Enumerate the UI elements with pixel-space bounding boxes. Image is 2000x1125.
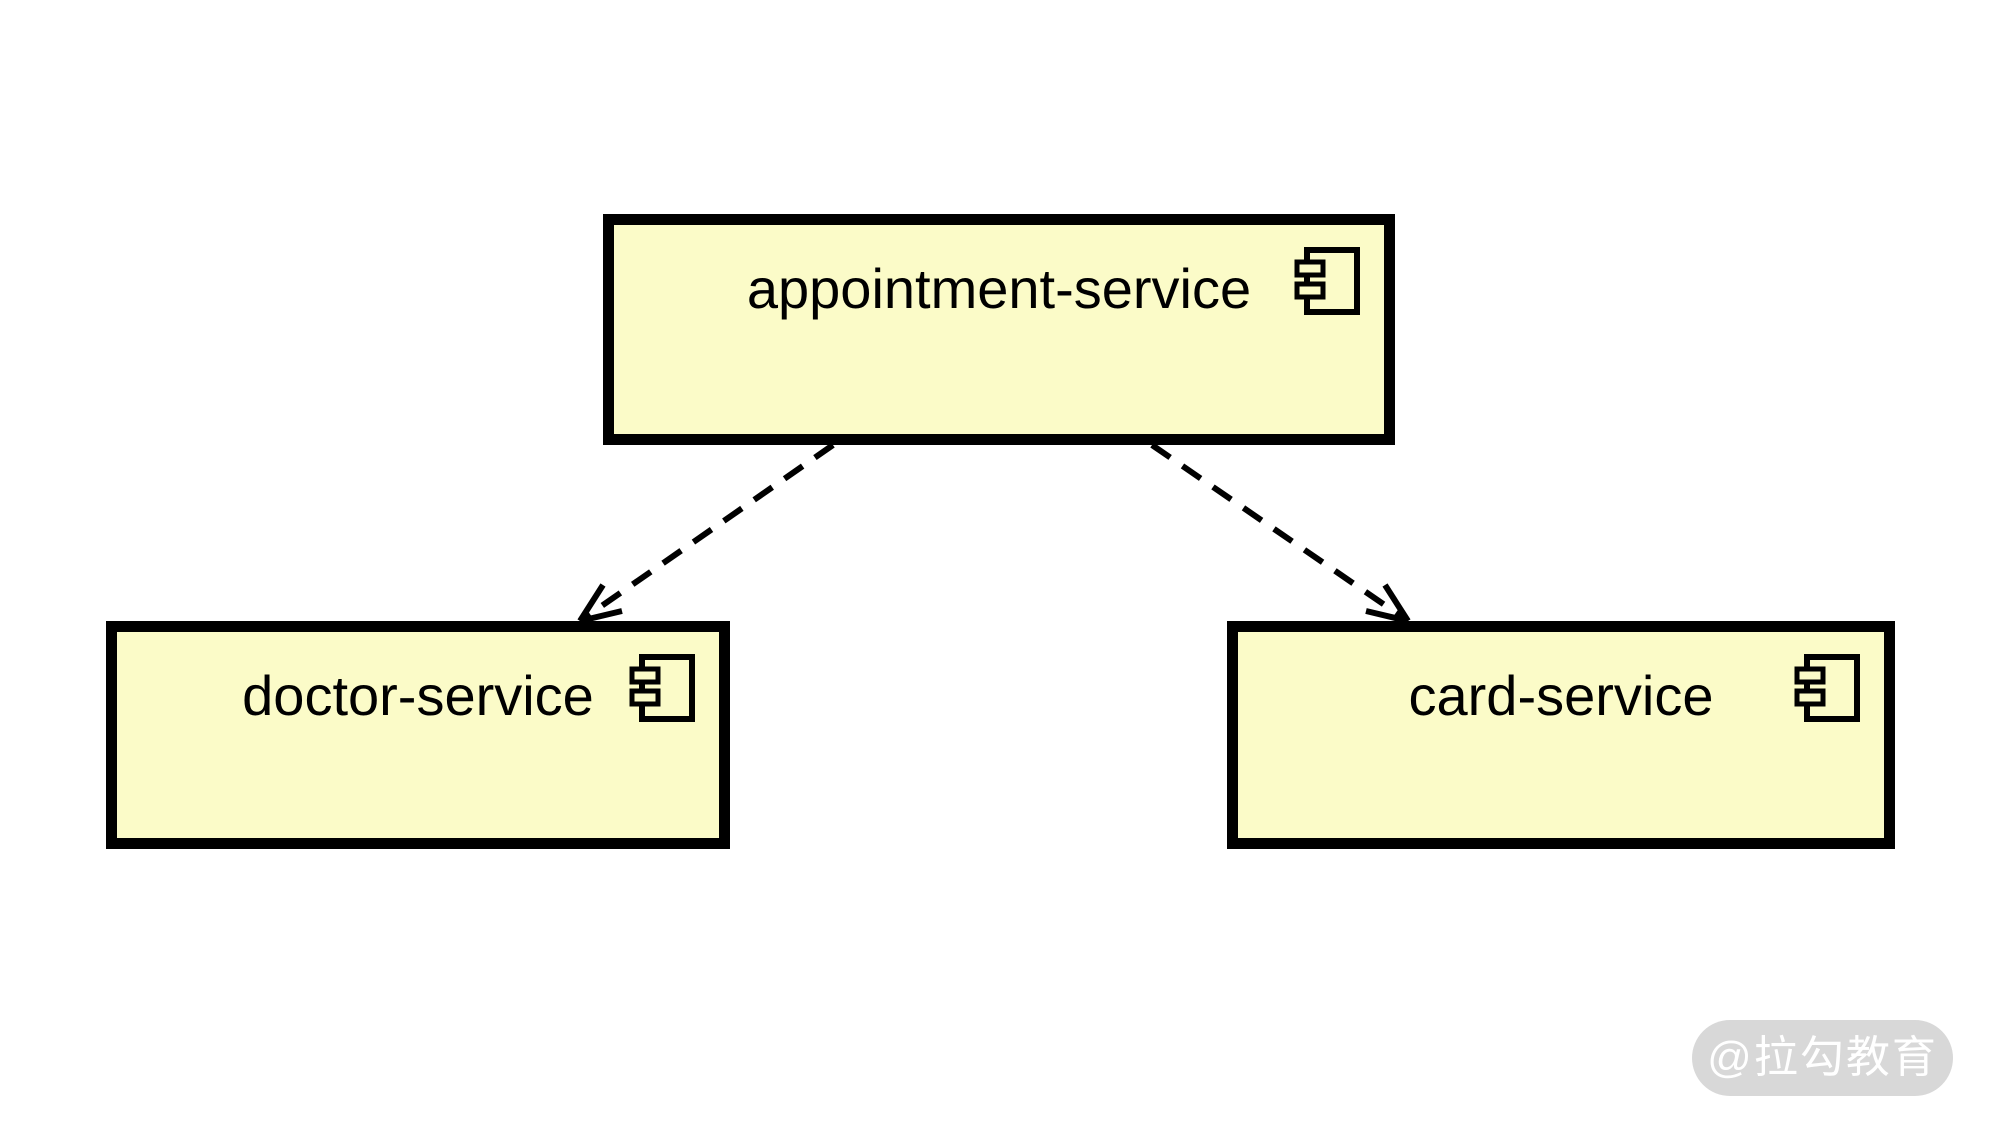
component-doctor-service: doctor-service	[106, 621, 730, 849]
component-card-service: card-service	[1227, 621, 1895, 849]
component-icon	[1294, 247, 1360, 315]
watermark-badge: @拉勾教育	[1692, 1020, 1953, 1096]
component-icon	[629, 654, 695, 722]
edge-appointment-to-card	[1150, 442, 1411, 624]
edge-appointment-to-doctor	[577, 442, 835, 624]
component-label: card-service	[1408, 664, 1714, 727]
component-label: doctor-service	[242, 664, 594, 727]
component-icon	[1794, 654, 1860, 722]
component-appointment-service: appointment-service	[603, 214, 1395, 445]
watermark-text: @拉勾教育	[1707, 1033, 1938, 1082]
component-label: appointment-service	[746, 257, 1252, 320]
